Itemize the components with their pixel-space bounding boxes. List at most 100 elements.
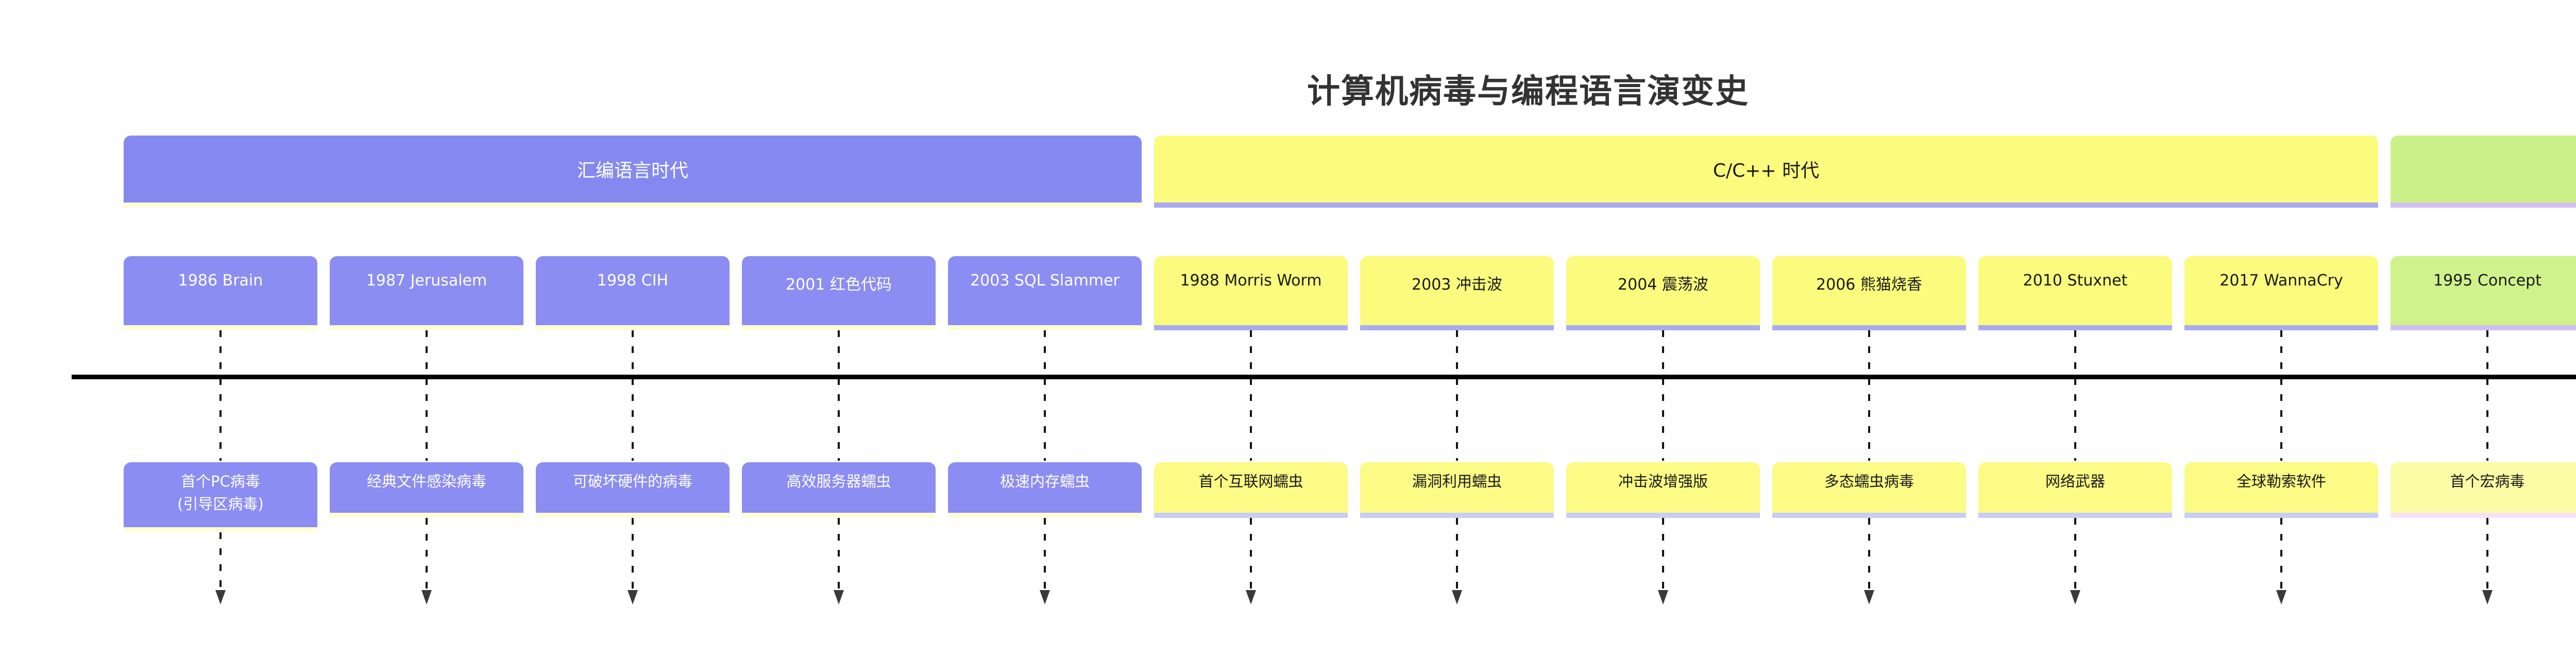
down-arrowhead-icon <box>1246 590 1256 604</box>
down-arrowhead-icon <box>1040 590 1050 604</box>
event-box-label: 1987 Jerusalem <box>330 256 523 325</box>
desc-line: (引导区病毒) <box>177 495 264 513</box>
connector-lower-dashed <box>219 532 222 590</box>
desc-line: 漏洞利用蠕虫 <box>1412 473 1502 490</box>
desc-box-strip <box>536 513 730 518</box>
desc-box: 高效服务器蠕虫 <box>742 462 936 518</box>
desc-box-label: 可破坏硬件的病毒 <box>536 462 730 513</box>
desc-box-label: 极速内存蠕虫 <box>948 462 1142 513</box>
desc-box: 首个宏病毒 <box>2391 462 2576 518</box>
event-box: 2003 冲击波 <box>1360 256 1554 330</box>
era-bands-row: 汇编语言时代 C/C++ 时代 脚本/无文件时代 <box>124 136 2576 208</box>
era-band-script-fileless: 脚本/无文件时代 <box>2391 136 2576 208</box>
connector-upper-dashed <box>2074 330 2076 461</box>
event-box-label: 2017 WannaCry <box>2184 256 2378 325</box>
desc-line: 全球勒索软件 <box>2236 473 2326 490</box>
desc-box-label: 漏洞利用蠕虫 <box>1360 462 1554 513</box>
connector-lower-dashed <box>632 518 634 590</box>
desc-box-label: 多态蠕虫病毒 <box>1772 462 1966 513</box>
event-box-label: 2010 Stuxnet <box>1978 256 2172 325</box>
desc-box: 全球勒索软件 <box>2184 462 2378 518</box>
desc-box: 极速内存蠕虫 <box>948 462 1142 518</box>
desc-box-label: 全球勒索软件 <box>2184 462 2378 513</box>
event-box-label: 2004 震荡波 <box>1566 256 1760 325</box>
desc-box-strip <box>742 513 936 518</box>
desc-line: 可破坏硬件的病毒 <box>572 473 692 490</box>
desc-line: 经典文件感染病毒 <box>366 473 486 490</box>
event-column: 1988 Morris Worm 首个互联网蠕虫 <box>1154 256 1348 604</box>
event-box-strip <box>1772 325 1966 330</box>
connector-lower-dashed <box>1250 518 1252 590</box>
event-box: 2004 震荡波 <box>1566 256 1760 330</box>
connector-lower-dashed <box>1662 518 1664 590</box>
event-box: 2001 红色代码 <box>742 256 936 330</box>
event-box: 1987 Jerusalem <box>330 256 523 330</box>
event-box-label: 2003 SQL Slammer <box>948 256 1142 325</box>
connector-lower-dashed <box>426 518 428 590</box>
desc-box: 多态蠕虫病毒 <box>1772 462 1966 518</box>
event-box-strip <box>742 325 936 330</box>
event-box-label: 1988 Morris Worm <box>1154 256 1348 325</box>
down-arrowhead-icon <box>1452 590 1462 604</box>
connector-lower-dashed <box>1868 518 1870 590</box>
connector-upper-dashed <box>1044 330 1046 461</box>
event-box: 2017 WannaCry <box>2184 256 2378 330</box>
era-band-label: 脚本/无文件时代 <box>2391 136 2576 203</box>
desc-box-strip <box>1978 513 2172 518</box>
event-box-strip <box>1360 325 1554 330</box>
connector-upper-dashed <box>426 330 428 461</box>
event-column: 1986 Brain 首个PC病毒(引导区病毒) <box>124 256 317 604</box>
event-box-strip <box>2184 325 2378 330</box>
event-box-strip <box>2391 325 2576 330</box>
connector-upper-dashed <box>1868 330 1870 461</box>
desc-box-strip <box>948 513 1142 518</box>
connector-lower-dashed <box>1456 518 1458 590</box>
era-band-c-cpp: C/C++ 时代 <box>1154 136 2378 208</box>
desc-box-label: 首个互联网蠕虫 <box>1154 462 1348 513</box>
desc-box: 冲击波增强版 <box>1566 462 1760 518</box>
event-box: 2010 Stuxnet <box>1978 256 2172 330</box>
desc-line: 首个互联网蠕虫 <box>1198 473 1303 490</box>
connector-lower-dashed <box>2486 518 2488 590</box>
event-column: 2003 冲击波 漏洞利用蠕虫 <box>1360 256 1554 604</box>
desc-box-strip <box>1154 513 1348 518</box>
era-band-label: 汇编语言时代 <box>124 136 1142 203</box>
connector-lower-dashed <box>2280 518 2282 590</box>
event-column: 2017 WannaCry 全球勒索软件 <box>2184 256 2378 604</box>
connector-upper-dashed <box>1662 330 1664 461</box>
desc-box-strip <box>124 527 317 532</box>
down-arrowhead-icon <box>834 590 844 604</box>
down-arrowhead-icon <box>1658 590 1668 604</box>
desc-line: 首个PC病毒 <box>181 473 260 490</box>
desc-box: 漏洞利用蠕虫 <box>1360 462 1554 518</box>
page-title: 计算机病毒与编程语言演变史 <box>1307 73 1749 111</box>
down-arrowhead-icon <box>2070 590 2080 604</box>
desc-line: 极速内存蠕虫 <box>999 473 1090 490</box>
desc-line: 网络武器 <box>2045 473 2105 490</box>
desc-box-strip <box>2184 513 2378 518</box>
connector-upper-dashed <box>2280 330 2282 461</box>
event-box-label: 2003 冲击波 <box>1360 256 1554 325</box>
desc-box-strip <box>1772 513 1966 518</box>
desc-box: 网络武器 <box>1978 462 2172 518</box>
desc-box-strip <box>2391 513 2576 518</box>
event-box: 1995 Concept <box>2391 256 2576 330</box>
down-arrowhead-icon <box>1864 590 1874 604</box>
event-box-strip <box>330 325 523 330</box>
era-band-label: C/C++ 时代 <box>1154 136 2378 203</box>
desc-box-strip <box>330 513 523 518</box>
event-box-label: 2001 红色代码 <box>742 256 936 325</box>
era-band-assembly: 汇编语言时代 <box>124 136 1142 208</box>
desc-box: 可破坏硬件的病毒 <box>536 462 730 518</box>
desc-box-label: 首个宏病毒 <box>2391 462 2576 513</box>
desc-box-label: 冲击波增强版 <box>1566 462 1760 513</box>
down-arrowhead-icon <box>2482 590 2493 604</box>
connector-upper-dashed <box>632 330 634 461</box>
down-arrowhead-icon <box>2276 590 2286 604</box>
desc-box-strip <box>1566 513 1760 518</box>
era-band-strip <box>2391 203 2576 208</box>
desc-box-label: 首个PC病毒 (引导区病毒) <box>124 462 317 527</box>
event-column: 2001 红色代码 高效服务器蠕虫 <box>742 256 936 604</box>
connector-lower-dashed <box>2074 518 2076 590</box>
